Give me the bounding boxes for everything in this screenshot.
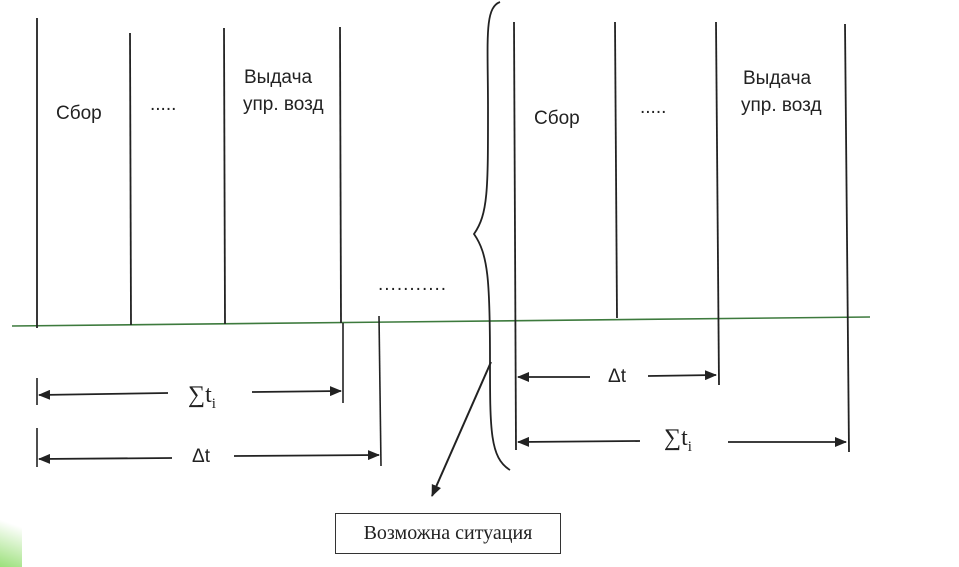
right-divider-1 bbox=[513, 21, 517, 451]
right-divider-3 bbox=[715, 21, 720, 386]
right-divider-4 bbox=[844, 23, 850, 453]
left-delta-end-tick bbox=[378, 315, 382, 467]
note-text: Возможна ситуация bbox=[363, 522, 533, 544]
left-divider-4 bbox=[339, 26, 342, 324]
left-label-collect: Сбор bbox=[56, 103, 102, 124]
left-delta-arrow-left bbox=[38, 453, 173, 464]
curly-brace bbox=[472, 1, 511, 471]
right-delta-arrow-right bbox=[647, 370, 717, 381]
right-label-dots: ..... bbox=[640, 97, 666, 118]
right-divider-2 bbox=[614, 21, 618, 319]
right-delta-label: Δt bbox=[608, 366, 627, 387]
left-label-issue-line2: упр. возд bbox=[243, 94, 324, 115]
left-sum-label: ∑ti bbox=[188, 382, 216, 412]
gap-dots: ........... bbox=[378, 274, 447, 295]
left-delta-label: Δt bbox=[192, 446, 211, 467]
note-box: Возможна ситуация bbox=[335, 513, 561, 554]
left-label-dots: ..... bbox=[150, 94, 176, 115]
right-sum-arrow-left bbox=[517, 436, 641, 447]
corner-tint bbox=[0, 507, 22, 567]
time-axis bbox=[11, 316, 871, 327]
right-label-issue-line1: Выдача bbox=[743, 68, 811, 89]
left-divider-2 bbox=[129, 32, 132, 326]
right-sum-label: ∑ti bbox=[664, 425, 692, 455]
left-sum-arrow-right bbox=[251, 386, 342, 397]
left-delta-arrow-right bbox=[233, 450, 380, 461]
left-sum-arrow-left bbox=[38, 389, 169, 400]
note-pointer-arrow bbox=[431, 361, 492, 497]
left-divider-3 bbox=[223, 27, 226, 325]
right-label-issue-line2: упр. возд bbox=[741, 95, 822, 116]
right-label-collect: Сбор bbox=[534, 108, 580, 129]
left-label-issue-line1: Выдача bbox=[244, 67, 312, 88]
